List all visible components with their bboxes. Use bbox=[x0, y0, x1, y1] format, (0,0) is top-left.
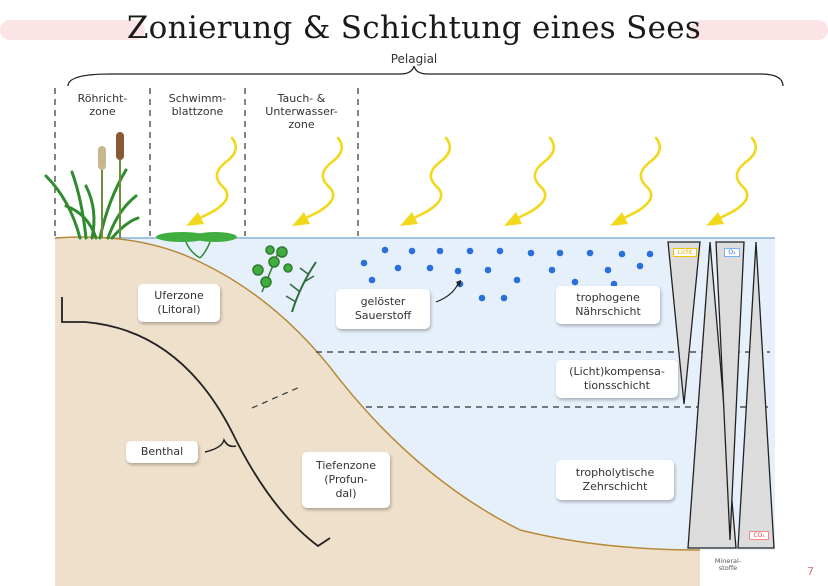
sun-rays bbox=[194, 136, 758, 222]
sediment bbox=[55, 237, 700, 586]
o2-label: O₂ bbox=[724, 248, 740, 257]
underwater-plant-icon bbox=[252, 245, 317, 313]
oxygen-dots bbox=[360, 246, 654, 302]
gradient-triangles bbox=[667, 241, 775, 549]
sun-ray-icon bbox=[714, 136, 758, 222]
sun-ray-icon bbox=[194, 136, 238, 222]
lily-pad-icon bbox=[156, 232, 237, 259]
sun-ray-icon bbox=[408, 136, 452, 222]
benthal-brace bbox=[204, 437, 237, 453]
sun-ray-icon bbox=[512, 136, 556, 222]
page-number: 7 bbox=[807, 565, 814, 578]
zone-label-roehricht: Röhricht- zone bbox=[77, 92, 128, 118]
uferzone-card: Uferzone (Litoral) bbox=[138, 284, 220, 322]
arrow-icon bbox=[435, 283, 459, 303]
tropholytische-card: tropholytische Zehrschicht bbox=[556, 460, 674, 500]
kompensation-card: (Licht)kompensa- tionsschicht bbox=[556, 360, 678, 398]
sauerstoff-card: gelöster Sauerstoff bbox=[336, 289, 430, 329]
reed-icon bbox=[44, 168, 140, 240]
sun-ray-arrowheads bbox=[186, 212, 724, 226]
tiefenzone-card: Tiefenzone (Profun- dal) bbox=[302, 452, 390, 508]
page-title: Zonierung & Schichtung eines Sees bbox=[126, 10, 702, 46]
licht-label: Licht bbox=[673, 248, 697, 257]
co2-label: CO₂ bbox=[749, 531, 769, 540]
sun-ray-icon bbox=[618, 136, 662, 222]
trophogene-card: trophogene Nährschicht bbox=[556, 286, 660, 324]
benthal-bracket bbox=[61, 297, 331, 548]
title-band-right bbox=[690, 20, 828, 40]
zone-label-tauch: Tauch- & Unterwasser- zone bbox=[265, 92, 338, 131]
zone-label-schwimmblatt: Schwimm- blattzone bbox=[168, 92, 227, 118]
sun-ray-icon bbox=[300, 136, 344, 222]
title-band-left bbox=[0, 20, 145, 40]
zone-dividers bbox=[54, 88, 770, 409]
pelagial-brace bbox=[67, 65, 784, 87]
cattail-icon bbox=[98, 132, 124, 238]
benthal-card: Benthal bbox=[126, 441, 198, 463]
shoreline bbox=[54, 236, 701, 551]
mineralstoffe-label: Mineral- stoffe bbox=[714, 557, 742, 572]
pelagial-label: Pelagial bbox=[390, 52, 438, 66]
